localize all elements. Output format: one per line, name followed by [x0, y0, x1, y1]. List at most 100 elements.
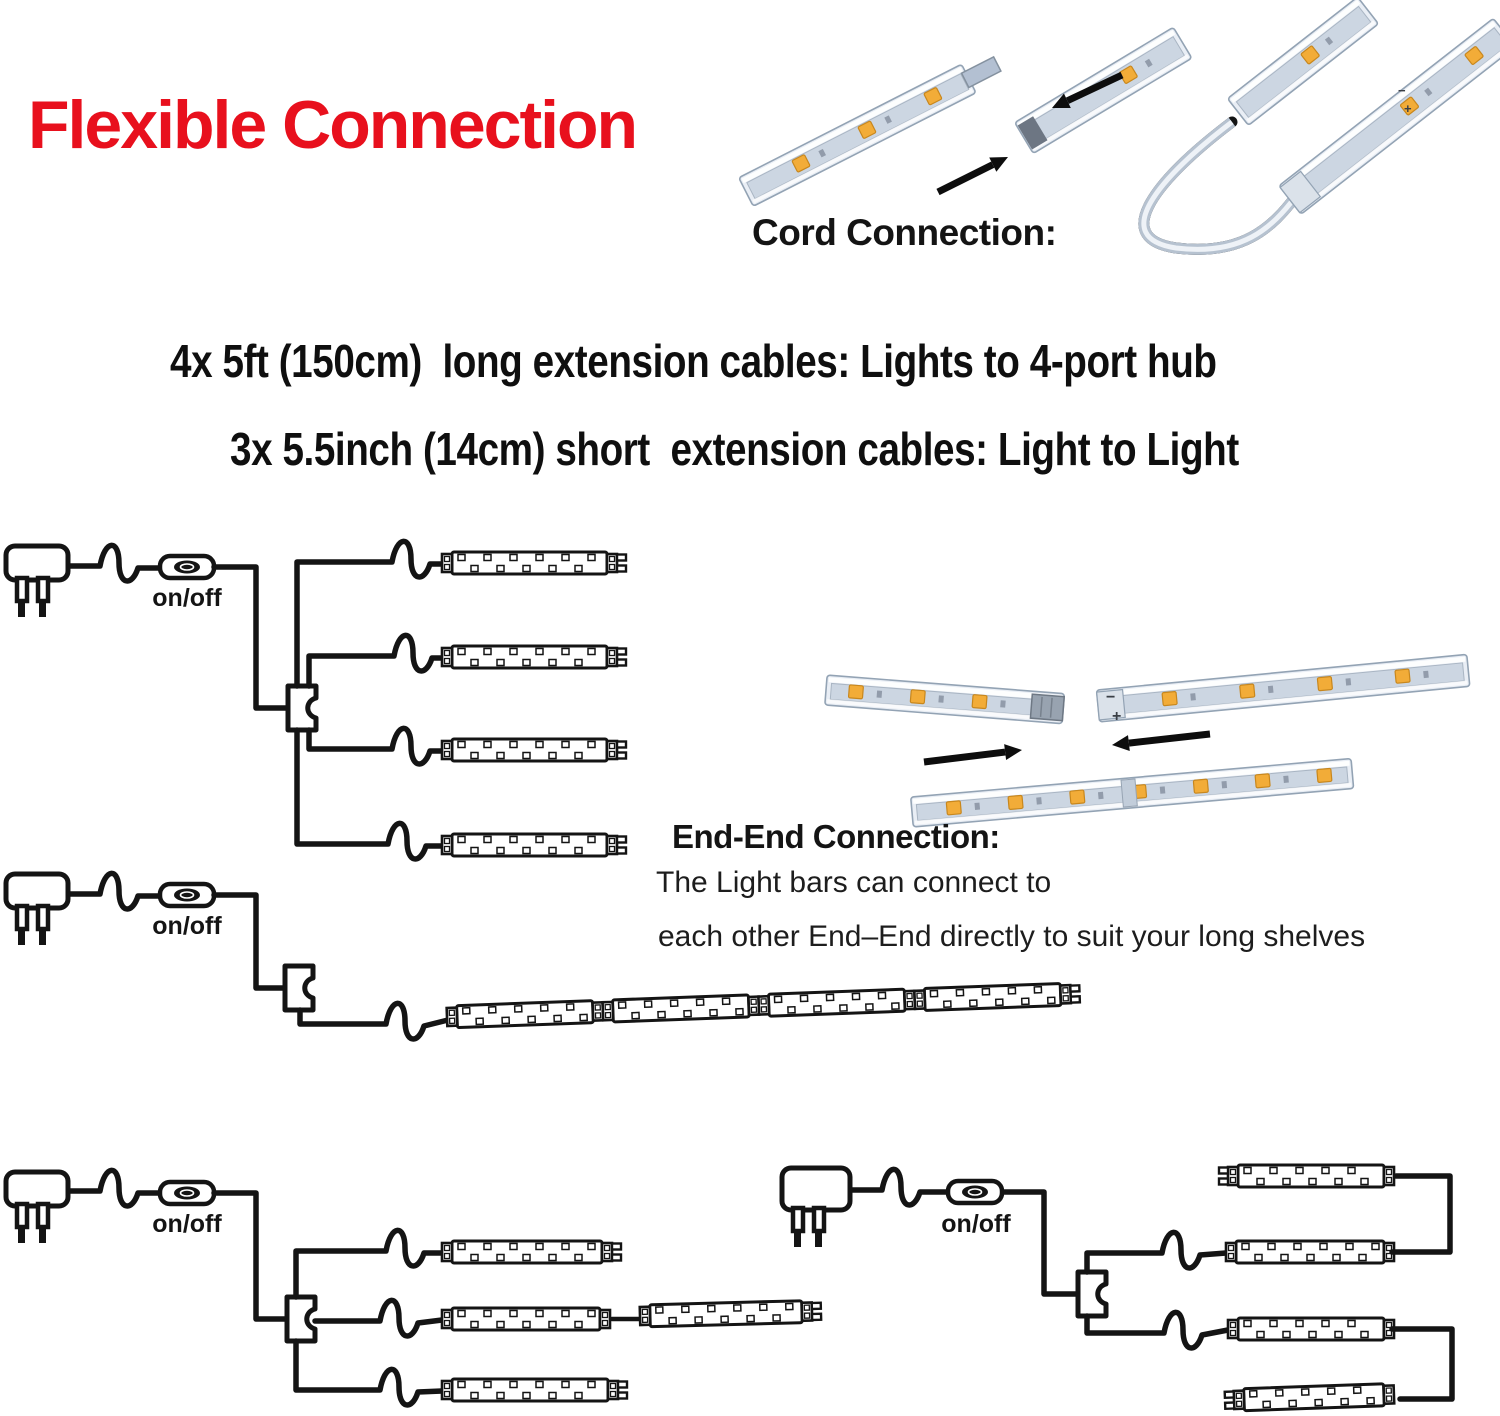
led-chip — [1399, 96, 1419, 116]
led-chip — [1300, 45, 1320, 65]
end-end-connection-photo: − + — [824, 653, 1471, 828]
wire — [306, 725, 445, 767]
power-plug-icon — [779, 1165, 853, 1247]
light-bar-photo — [910, 757, 1355, 828]
wire — [211, 892, 288, 991]
spec-line-short-cables: 3x 5.5inch (14cm) short extension cables… — [230, 423, 1239, 475]
wire — [1084, 1229, 1229, 1275]
wire — [67, 870, 163, 912]
light-bar — [1217, 1163, 1396, 1189]
led-chip — [1007, 794, 1024, 810]
power-plug-icon — [3, 871, 71, 945]
end-end-line2: each other End–End directly to suit your… — [658, 920, 1366, 953]
diagram-3branch-hub: on/off — [3, 1167, 823, 1408]
led-chip — [1316, 676, 1333, 692]
diagram-4bar-hub: on/off — [3, 538, 628, 862]
light-bar — [1224, 1239, 1396, 1265]
page-title: Flexible Connection — [28, 87, 638, 163]
wire — [294, 538, 445, 689]
light-bar-photo — [1015, 27, 1192, 154]
cord-photo-drawing — [738, 0, 1500, 255]
cord-connection-heading: Cord Connection: — [752, 212, 1057, 253]
arrow-icon — [1128, 730, 1211, 747]
light-bar-photo — [1279, 18, 1500, 214]
light-bar-photo — [1095, 653, 1471, 723]
metal-connector — [1029, 693, 1066, 722]
light-bar — [601, 993, 761, 1024]
led-chip — [909, 689, 926, 705]
led-chip — [971, 694, 988, 710]
light-bar-photo — [738, 55, 1002, 207]
wire — [1389, 1173, 1453, 1255]
led-chip — [1316, 767, 1333, 783]
light-bar — [445, 999, 605, 1030]
on-off-label: on/off — [152, 1210, 222, 1238]
spec-line-long-cables: 4x 5ft (150cm) long extension cables: Li… — [170, 335, 1217, 387]
led-chip — [945, 800, 962, 816]
diagram-chain-4bars: on/off — [3, 870, 1082, 1042]
connection-cord — [1138, 117, 1301, 255]
hub-connector-icon — [282, 963, 316, 1013]
wire — [849, 1166, 951, 1208]
light-bar — [440, 550, 628, 576]
endend-plus-mark: + — [1112, 708, 1121, 725]
diagram-drawing — [3, 870, 1082, 1042]
diagram-2branch-hub: on/off — [779, 1163, 1455, 1413]
light-bar — [440, 1377, 629, 1403]
led-chip — [1239, 683, 1256, 699]
power-plug-icon — [3, 543, 71, 617]
arrow-icon — [923, 748, 1006, 766]
led-chip — [1069, 789, 1086, 805]
arrow-icon — [1065, 71, 1124, 104]
endend-minus-mark: − — [1106, 689, 1115, 706]
wire — [1001, 1189, 1081, 1297]
led-chip — [1161, 690, 1178, 707]
led-chip — [1464, 46, 1484, 65]
on-off-switch-icon — [157, 1179, 217, 1207]
led-chip — [847, 684, 864, 700]
joint-seam — [1120, 778, 1138, 808]
on-off-switch-icon — [157, 881, 217, 909]
wire — [293, 1338, 445, 1408]
cord-minus-mark: − — [1398, 83, 1406, 98]
light-bar — [440, 737, 628, 763]
hub-connector-icon — [284, 1294, 318, 1344]
cord-plus-mark: + — [1404, 101, 1412, 116]
on-off-label: on/off — [152, 584, 222, 612]
wire — [211, 1190, 290, 1322]
wire — [67, 542, 163, 584]
end-connector — [1096, 688, 1126, 721]
light-bar — [757, 987, 917, 1018]
diagram-drawing — [3, 538, 628, 862]
light-bar-photo — [1227, 0, 1379, 125]
end-end-heading: End-End Connection: — [672, 818, 1000, 855]
light-bar — [440, 1306, 612, 1332]
open-channel — [1017, 116, 1048, 150]
wire — [211, 564, 291, 711]
hub-connector-icon — [1075, 1269, 1109, 1319]
light-bar — [638, 1299, 823, 1329]
end-end-line1: The Light bars can connect to — [656, 866, 1052, 899]
light-bar-photo — [824, 674, 1066, 725]
led-chip — [923, 87, 943, 106]
led-chip — [1394, 668, 1411, 684]
wire — [1389, 1326, 1455, 1402]
arrow-head-icon — [1112, 735, 1130, 752]
connection-cord-highlight — [1141, 120, 1298, 252]
wire — [1084, 1309, 1231, 1351]
cord-connection-photo: − + — [738, 0, 1500, 255]
light-bar — [440, 832, 628, 858]
on-off-switch-icon — [157, 553, 217, 581]
light-bar — [1226, 1316, 1396, 1342]
wire — [297, 1000, 451, 1042]
arrow-head-icon — [1052, 93, 1071, 108]
on-off-label: on/off — [152, 912, 222, 940]
wire — [293, 1227, 445, 1300]
wire — [294, 727, 445, 862]
end-end-photo-drawing — [824, 653, 1471, 828]
on-off-switch-icon — [945, 1178, 1005, 1206]
arrow-head-icon — [1004, 744, 1022, 761]
hub-connector-icon — [285, 683, 319, 733]
led-chip — [1192, 778, 1209, 794]
